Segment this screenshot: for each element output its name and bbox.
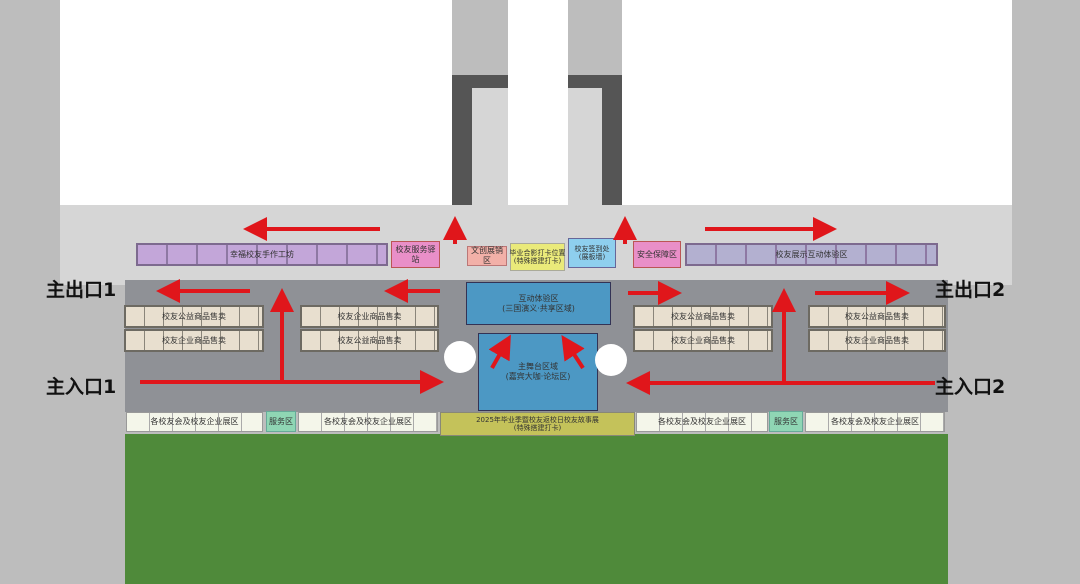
service-area-left: 服务区 xyxy=(266,411,296,432)
signin-label: 校友签到处 (展板墙) xyxy=(574,244,610,261)
service-area-label: 服务区 xyxy=(269,416,293,426)
tree-right xyxy=(595,344,627,376)
show-interactive-area: 校友展示互动体验区 xyxy=(685,243,938,266)
exhibit-label: 各校友会及校友企业展区 xyxy=(831,417,919,427)
main-stage-label: 主舞台区域 (嘉宾大咖·论坛区) xyxy=(505,362,571,381)
entry-1-label: 主入口1 xyxy=(46,376,117,398)
exhibit-label: 各校友会及校友企业展区 xyxy=(150,417,239,427)
stall-label: 校友公益商品售卖 xyxy=(162,311,226,321)
stall-block: 校友企业商品售卖 xyxy=(808,329,946,352)
craft-workshop-area: 幸福校友手作工坊 xyxy=(136,243,388,266)
exhibit-label: 各校友会及校友企业展区 xyxy=(658,417,746,427)
stall-label: 校友公益商品售卖 xyxy=(845,311,909,321)
stall-block: 校友企业商品售卖 xyxy=(300,305,439,328)
safety-label: 安全保障区 xyxy=(637,249,677,259)
stall-label: 校友企业商品售卖 xyxy=(162,335,226,345)
building-right xyxy=(622,0,1012,205)
interactive-area: 互动体验区 (三国演义·共享区域) xyxy=(466,282,611,325)
alumni-story-exhibit: 2025年毕业季暨校友返校日校友故事展 (特殊搭建打卡) xyxy=(440,412,635,436)
photo-spot: 毕业合影打卡位置 (特殊搭建打卡) xyxy=(509,243,566,271)
building-middle xyxy=(508,0,568,215)
interactive-label: 互动体验区 (三国演义·共享区域) xyxy=(502,293,575,313)
creative-sales-area: 文创展销区 xyxy=(467,246,507,266)
tree-left xyxy=(444,341,476,373)
exit-1-label: 主出口1 xyxy=(46,279,117,301)
service-area-label: 服务区 xyxy=(774,416,798,426)
exit-2-label: 主出口2 xyxy=(935,279,1006,301)
safety-area: 安全保障区 xyxy=(633,241,681,268)
show-interactive-label: 校友展示互动体验区 xyxy=(775,249,848,259)
stall-label: 校友公益商品售卖 xyxy=(337,335,402,345)
stall-label: 校友企业商品售卖 xyxy=(337,311,402,321)
stall-block: 校友企业商品售卖 xyxy=(633,329,773,352)
service-station: 校友服务驿站 xyxy=(391,241,440,268)
arrow xyxy=(561,334,585,370)
stall-block: 校友企业商品售卖 xyxy=(124,329,264,352)
grass-field xyxy=(125,434,948,584)
exhibit-area-left: 各校友会及校友企业展区 xyxy=(126,412,263,432)
service-station-label: 校友服务驿站 xyxy=(395,244,436,264)
alumni-story-label: 2025年毕业季暨校友返校日校友故事展 (特殊搭建打卡) xyxy=(476,415,599,432)
craft-workshop-label: 幸福校友手作工坊 xyxy=(230,249,294,259)
arrow xyxy=(488,334,511,369)
building-left xyxy=(60,0,452,205)
exhibit-area-left2: 各校友会及校友企业展区 xyxy=(298,412,438,432)
exhibit-area-right: 各校友会及校友企业展区 xyxy=(636,412,768,432)
signin-desk: 校友签到处 (展板墙) xyxy=(568,238,616,268)
stall-label: 校友企业商品售卖 xyxy=(671,335,735,345)
stall-block: 校友公益商品售卖 xyxy=(633,305,773,328)
stall-block: 校友公益商品售卖 xyxy=(124,305,264,328)
stall-label: 校友企业商品售卖 xyxy=(845,335,909,345)
stall-block: 校友公益商品售卖 xyxy=(300,329,439,352)
creative-sales-label: 文创展销区 xyxy=(471,246,503,265)
stall-block: 校友公益商品售卖 xyxy=(808,305,946,328)
exhibit-label: 各校友会及校友企业展区 xyxy=(324,417,412,427)
stall-label: 校友公益商品售卖 xyxy=(671,311,735,321)
photo-spot-label: 毕业合影打卡位置 (特殊搭建打卡) xyxy=(509,248,566,265)
exhibit-area-right2: 各校友会及校友企业展区 xyxy=(805,412,945,432)
service-area-right: 服务区 xyxy=(769,411,803,432)
entry-2-label: 主入口2 xyxy=(935,376,1006,398)
